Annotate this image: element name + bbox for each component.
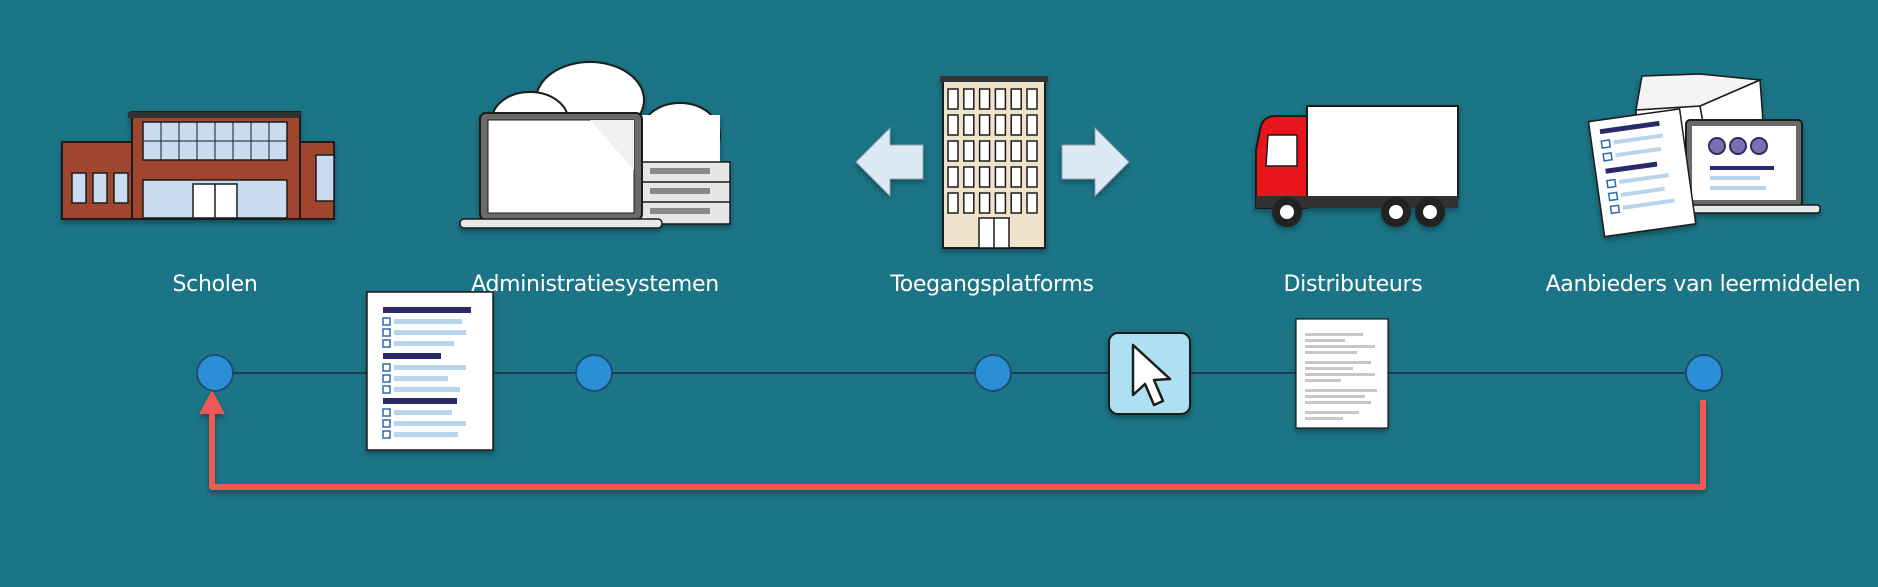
tower-window <box>947 88 959 110</box>
tower-window <box>978 88 991 110</box>
tower-window <box>947 192 959 214</box>
return-arrow <box>199 390 1706 490</box>
tower-window <box>1026 140 1038 162</box>
tower-window <box>1026 192 1038 214</box>
tower-window <box>994 114 1007 136</box>
tower-window <box>947 140 959 162</box>
mouse-pointer-icon <box>1108 332 1191 415</box>
tower-window <box>978 192 991 214</box>
tower-window <box>1026 88 1038 110</box>
tower-window <box>994 140 1007 162</box>
learning-materials-icon <box>1587 73 1821 238</box>
label-distributeurs: Distributeurs <box>1283 272 1423 297</box>
tower-window <box>947 166 959 188</box>
school-building-icon <box>61 111 335 220</box>
tower-window <box>994 166 1007 188</box>
arrow-left-icon <box>855 126 924 198</box>
tower-window <box>963 88 975 110</box>
office-tower-icon <box>940 76 1048 249</box>
tower-window <box>1010 114 1022 136</box>
node-toegangsplatforms[interactable] <box>974 354 1012 392</box>
tower-window <box>978 114 991 136</box>
tower-window <box>978 166 991 188</box>
arrow-right-icon <box>1061 126 1130 198</box>
label-toegangsplatforms: Toegangsplatforms <box>890 272 1094 297</box>
node-administratiesystemen[interactable] <box>575 354 613 392</box>
tower-window <box>1026 114 1038 136</box>
tower-window <box>1010 192 1022 214</box>
tower-window <box>1026 166 1038 188</box>
delivery-truck-icon <box>1255 105 1459 227</box>
label-scholen: Scholen <box>172 272 258 297</box>
text-document-icon <box>1295 318 1389 429</box>
tower-window <box>963 140 975 162</box>
tower-window <box>994 192 1007 214</box>
tower-window <box>963 166 975 188</box>
tower-window <box>1010 88 1022 110</box>
tower-window <box>963 192 975 214</box>
tower-window <box>978 140 991 162</box>
tower-window <box>963 114 975 136</box>
laptop-cloud-server-icon <box>459 61 731 229</box>
tower-window <box>1010 140 1022 162</box>
tower-window <box>947 114 959 136</box>
order-list-document-icon <box>366 291 494 451</box>
tower-window <box>994 88 1007 110</box>
node-scholen[interactable] <box>196 354 234 392</box>
node-aanbieders[interactable] <box>1685 354 1723 392</box>
label-aanbieders: Aanbieders van leermiddelen <box>1545 272 1861 297</box>
tower-window <box>1010 166 1022 188</box>
label-administratiesystemen: Administratiesystemen <box>471 272 719 297</box>
